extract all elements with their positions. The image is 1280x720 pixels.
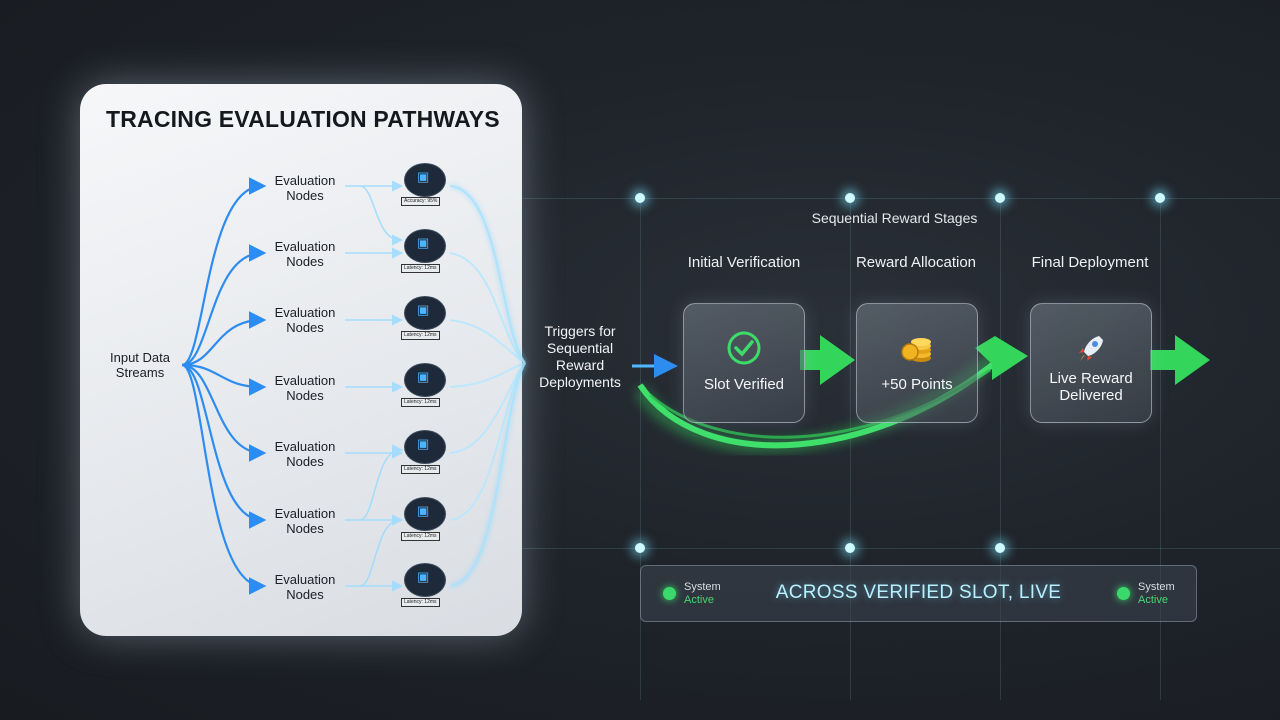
status-bar: System Active ACROSS VERIFIED SLOT, LIVE…	[640, 565, 1197, 622]
node-metric-tag: Latency: 12ms	[401, 331, 440, 340]
stage-card-allocation: +50 Points	[856, 303, 978, 423]
stage-text-line1: Live Reward Delivered	[1031, 370, 1151, 404]
grid-node-dot	[635, 193, 645, 203]
chart-card-icon: ▣	[417, 302, 430, 317]
evaluation-pathways-panel: TRACING EVALUATION PATHWAYS	[80, 84, 522, 636]
evaluation-node: ▣ Accuracy: 95%	[401, 163, 446, 206]
stage-title-deployment: Final Deployment	[1031, 254, 1149, 271]
stage-card-deployment: Live Reward Delivered	[1030, 303, 1152, 423]
grid-node-dot	[995, 543, 1005, 553]
evaluation-node: ▣ Latency: 12ms	[401, 229, 446, 273]
status-label-line2: Active	[1138, 594, 1168, 606]
grid-node-dot	[845, 543, 855, 553]
evaluation-node-label: Evaluation Nodes	[274, 373, 336, 403]
node-metric-tag: Accuracy: 95%	[401, 197, 441, 206]
evaluation-node: ▣ Latency: 12ms	[401, 296, 446, 340]
status-indicator-dot	[1117, 587, 1130, 600]
node-metric-tag: Latency: 12ms	[401, 264, 440, 273]
evaluation-node: ▣ Latency: 12ms	[401, 497, 446, 541]
grid-line	[850, 200, 851, 700]
chart-card-icon: ▣	[417, 503, 430, 518]
stage-card-verification: Slot Verified	[683, 303, 805, 423]
evaluation-node-label: Evaluation Nodes	[274, 173, 336, 203]
grid-line	[520, 198, 1280, 199]
check-circle-icon	[684, 330, 804, 373]
grid-node-dot	[845, 193, 855, 203]
grid-line	[520, 548, 1280, 549]
chart-card-icon: ▣	[417, 235, 430, 250]
status-label-line1: System	[1138, 581, 1175, 593]
chart-card-icon: ▣	[417, 169, 430, 184]
evaluation-node: ▣ Latency: 12ms	[401, 363, 446, 407]
panel-title: TRACING EVALUATION PATHWAYS	[106, 106, 500, 132]
trigger-label: Triggers for Sequential Reward Deploymen…	[539, 323, 621, 390]
evaluation-node-label: Evaluation Nodes	[274, 239, 336, 269]
node-metric-tag: Latency: 12ms	[401, 532, 440, 541]
grid-node-dot	[995, 193, 1005, 203]
grid-line	[1000, 200, 1001, 700]
stage-title-verification: Initial Verification	[687, 254, 801, 271]
status-text: ACROSS VERIFIED SLOT, LIVE	[775, 582, 1062, 603]
chart-card-icon: ▣	[417, 369, 430, 384]
evaluation-node-label: Evaluation Nodes	[274, 305, 336, 335]
stage-text: Live Reward Delivered	[1049, 370, 1133, 404]
grid-line	[640, 200, 641, 700]
system-status-right: System Active	[1138, 581, 1175, 607]
evaluation-node: ▣ Latency: 12ms	[401, 563, 446, 607]
coins-icon	[857, 330, 977, 373]
status-label-line1: System	[684, 581, 721, 593]
status-label-line2: Active	[684, 594, 714, 606]
input-data-streams-label: Input Data Streams	[110, 350, 170, 380]
rocket-icon	[1031, 330, 1151, 373]
grid-node-dot	[1155, 193, 1165, 203]
stage-text: +50 Points	[881, 376, 953, 393]
grid-node-dot	[635, 543, 645, 553]
node-metric-tag: Latency: 12ms	[401, 598, 440, 607]
status-indicator-dot	[663, 587, 676, 600]
grid-line	[1160, 200, 1161, 700]
chart-card-icon: ▣	[417, 436, 430, 451]
evaluation-node-label: Evaluation Nodes	[274, 572, 336, 602]
chart-card-icon: ▣	[417, 569, 430, 584]
node-metric-tag: Latency: 12ms	[401, 465, 440, 474]
evaluation-node: ▣ Latency: 12ms	[401, 430, 446, 474]
evaluation-node-label: Evaluation Nodes	[274, 439, 336, 469]
node-metric-tag: Latency: 12ms	[401, 398, 440, 407]
stage-text: Slot Verified	[703, 376, 785, 393]
stages-title: Sequential Reward Stages	[811, 210, 978, 226]
evaluation-node-label: Evaluation Nodes	[274, 506, 336, 536]
stage-title-allocation: Reward Allocation	[855, 254, 977, 271]
system-status-left: System Active	[684, 581, 721, 607]
